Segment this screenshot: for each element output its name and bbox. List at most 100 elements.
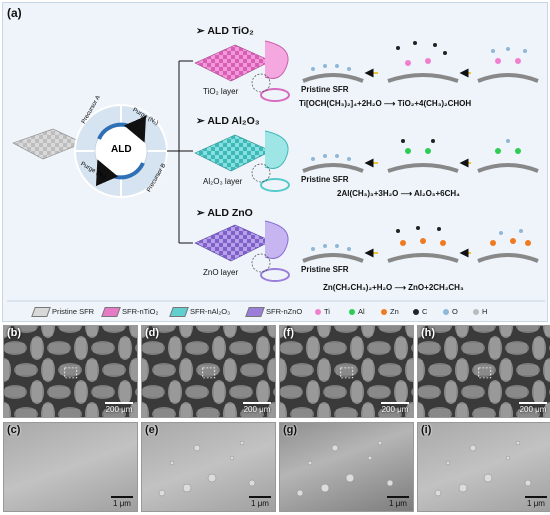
row-title-tio2: ➢ ALD TiO₂ xyxy=(196,25,254,37)
surface-particles-texture xyxy=(296,440,394,497)
scale-bar: 1 μm xyxy=(111,496,133,508)
legend-item-3: SFR-nZnO xyxy=(245,307,303,318)
legend-item-7: C xyxy=(413,307,427,316)
layer-label-zno: ZnO layer xyxy=(203,268,239,277)
legend-label: Pristine SFR xyxy=(52,307,95,316)
pristine-label-3: Pristine SFR xyxy=(301,265,349,274)
legend-item-9: H xyxy=(473,307,487,316)
legend-dot-icon xyxy=(413,309,419,316)
scale-bar: 200 μm xyxy=(105,402,133,414)
legend-label: SFR-nZnO xyxy=(266,307,303,316)
legend-fabric-icon xyxy=(101,307,121,318)
sem-panel-label: (d) xyxy=(145,327,160,339)
scale-bar-line xyxy=(249,496,271,498)
equation-tio2: Ti[OCH(CH₃)₂]₄+2H₂O ⟶ TiO₂+4(CH₃)₂CHOH xyxy=(299,99,472,108)
schematic-panel: (a) xyxy=(2,2,548,322)
scale-bar-line xyxy=(525,496,547,498)
legend-fabric-icon xyxy=(169,307,189,318)
legend-label: SFR-nTiO₂ xyxy=(122,307,159,316)
scale-bar: 1 μm xyxy=(249,496,271,508)
legend-dot-icon xyxy=(349,309,355,316)
schematic-graphics xyxy=(7,40,545,302)
legend-label: SFR-nAl₂O₃ xyxy=(190,307,231,316)
branch-connector xyxy=(167,60,193,244)
sem-panel-label: (b) xyxy=(7,327,22,339)
legend-label: Al xyxy=(358,307,365,316)
woven-fabric-texture xyxy=(4,326,137,417)
legend-item-0: Pristine SFR xyxy=(31,307,95,318)
tio2-fabric-icon xyxy=(194,40,290,102)
sem-panel-label: (c) xyxy=(7,424,21,436)
scale-bar-line xyxy=(519,402,547,404)
pristine-fabric-icon xyxy=(12,128,84,160)
sem-low-mag-image: (d) 200 μm xyxy=(141,325,276,418)
sem-high-mag-image: (c) 1 μm xyxy=(3,422,138,512)
legend-item-8: O xyxy=(443,307,458,316)
scale-bar-line xyxy=(105,402,133,404)
scale-bar: 200 μm xyxy=(519,402,547,414)
al2o3-fabric-icon xyxy=(194,130,290,192)
panel-a-label: (a) xyxy=(7,6,22,20)
row-title-al2o3: ➢ ALD Al₂O₃ xyxy=(196,115,260,127)
scale-bar: 200 μm xyxy=(243,402,271,414)
scale-bar-text: 200 μm xyxy=(105,405,133,414)
scale-bar-text: 1 μm xyxy=(389,499,407,508)
scale-bar: 1 μm xyxy=(387,496,409,508)
surface-particles-texture xyxy=(158,440,256,497)
scale-bar-text: 1 μm xyxy=(251,499,269,508)
pristine-label-1: Pristine SFR xyxy=(301,85,349,94)
scale-bar-line xyxy=(387,496,409,498)
sem-panel-label: (f) xyxy=(283,327,294,339)
scale-bar-text: 1 μm xyxy=(113,499,131,508)
legend-item-6: Zn xyxy=(381,307,399,316)
woven-fabric-texture xyxy=(142,326,275,417)
legend-label: Zn xyxy=(390,307,399,316)
scale-bar-text: 200 μm xyxy=(243,405,271,414)
legend-label: C xyxy=(422,307,428,316)
cycle-center-label: ALD xyxy=(111,144,132,155)
sem-low-mag-image: (h) 200 μm xyxy=(417,325,550,418)
legend-dot-icon xyxy=(315,309,321,316)
sem-panel-label: (g) xyxy=(283,424,298,436)
equation-al2o3: 2Al(CH₃)₃+3H₂O ⟶ Al₂O₃+6CH₄ xyxy=(337,189,460,198)
layer-label-al2o3: Al₂O₃ layer xyxy=(203,177,243,186)
scale-bar-text: 1 μm xyxy=(527,499,545,508)
legend-label: O xyxy=(452,307,458,316)
legend-label: H xyxy=(482,307,488,316)
legend-dot-icon xyxy=(473,309,479,316)
ald-cycle-icon xyxy=(74,104,168,198)
scale-bar-line xyxy=(111,496,133,498)
legend-fabric-icon xyxy=(245,307,265,318)
legend-item-1: SFR-nTiO₂ xyxy=(101,307,159,318)
scale-bar-line xyxy=(243,402,271,404)
zno-reaction-scheme xyxy=(302,226,539,263)
legend-item-4: Ti xyxy=(315,307,330,316)
scale-bar: 1 μm xyxy=(525,496,547,508)
legend-dot-icon xyxy=(443,309,449,316)
sem-high-mag-image: (g) 1 μm xyxy=(279,422,414,512)
al2o3-reaction-scheme xyxy=(302,139,539,173)
legend-item-2: SFR-nAl₂O₃ xyxy=(169,307,231,318)
sem-panel-label: (h) xyxy=(421,327,436,339)
sem-low-mag-image: (f) 200 μm xyxy=(279,325,414,418)
legend-dot-icon xyxy=(381,309,387,316)
tio2-reaction-scheme xyxy=(302,41,539,83)
row-title-zno: ➢ ALD ZnO xyxy=(196,207,253,219)
pristine-label-2: Pristine SFR xyxy=(301,175,349,184)
sem-panel-label: (e) xyxy=(145,424,159,436)
scale-bar: 200 μm xyxy=(381,402,409,414)
legend-fabric-icon xyxy=(31,307,51,318)
sem-panel-label: (i) xyxy=(421,424,432,436)
sem-low-mag-image: (b) 200 μm xyxy=(3,325,138,418)
sem-high-mag-image: (i) 1 μm xyxy=(417,422,550,512)
zno-fabric-icon xyxy=(194,220,290,282)
woven-fabric-texture xyxy=(280,326,413,417)
sem-high-mag-image: (e) 1 μm xyxy=(141,422,276,512)
layer-label-tio2: TiO₂ layer xyxy=(203,87,239,96)
scale-bar-text: 200 μm xyxy=(519,405,547,414)
scale-bar-text: 200 μm xyxy=(381,405,409,414)
equation-zno: Zn(CH₂CH₃)₂+H₂O ⟶ ZnO+2CH₂CH₃ xyxy=(323,283,464,292)
woven-fabric-texture xyxy=(418,326,550,417)
legend-item-5: Al xyxy=(349,307,365,316)
scale-bar-line xyxy=(381,402,409,404)
